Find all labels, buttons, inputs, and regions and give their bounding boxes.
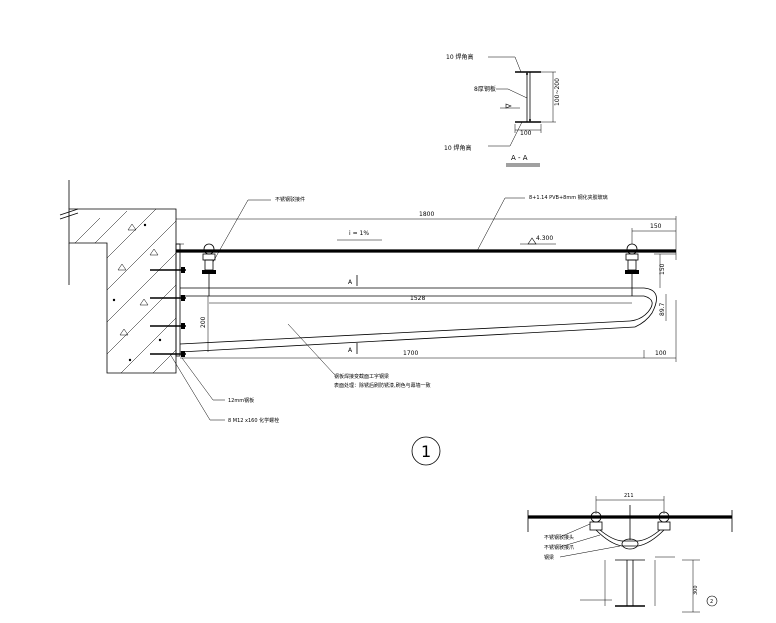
elevation-label: 4.300: [536, 235, 553, 242]
detail-number-2: 2: [710, 599, 713, 605]
section-title: A - A: [511, 154, 528, 162]
detail-marker-2: [706, 595, 718, 607]
anchor-bolts: [150, 267, 186, 357]
dim-inner: 1528: [410, 295, 425, 302]
dim-tip: 89.7: [659, 302, 666, 316]
callout-bolt: 不锈钢驳接件: [275, 196, 305, 203]
plate-label: 8厚钢板: [474, 85, 496, 93]
small-leader-2: 不锈钢驳接爪: [544, 544, 574, 551]
dim-depth: 200: [200, 316, 207, 328]
dim-top-small: 211: [624, 493, 634, 499]
steel-beam: [179, 287, 657, 353]
callout-glass: 8+1.14 PVB+8mm 钢化夹胶玻璃: [529, 194, 608, 201]
dim-width: 100: [520, 130, 532, 137]
small-leader-3: 钢梁: [544, 554, 554, 561]
detail-marker-1: [411, 436, 441, 466]
section-aa: 10 焊角高 8厚钢板 10 焊角高 100 100~200 A - A: [444, 53, 561, 167]
slope-label: i = 1%: [349, 230, 369, 237]
main-detail: 1800 150 1528 1700 100 200 150 89.7 i = …: [59, 180, 677, 466]
section-mark-top: A: [348, 279, 353, 286]
dim-edge: 150: [650, 223, 662, 230]
callout-beam-line1: 钢板焊接变截面工字钢梁: [334, 373, 389, 380]
callout-plate: 12mm钢板: [228, 397, 254, 404]
callout-anchor: 8 M12 x160 化学螺栓: [228, 417, 279, 424]
dim-right-v: 150: [659, 263, 666, 275]
callout-beam-line2: 表面处理：除锈后刷防锈漆,刷色与幕墙一致: [334, 382, 431, 389]
small-leader-1: 不锈钢驳接头: [544, 534, 574, 541]
weld-label-bottom: 10 焊角高: [444, 144, 472, 152]
small-detail: 211 300 不锈钢驳接头 不锈钢驳接爪 钢梁 2: [527, 493, 733, 613]
detail-number-1: 1: [421, 442, 431, 461]
dim-end: 100: [655, 350, 667, 357]
dim-total: 1800: [419, 211, 434, 218]
dim-height: 100~200: [554, 78, 561, 106]
dim-side-small: 300: [693, 585, 699, 595]
section-mark-bottom: A: [348, 347, 353, 354]
concrete-wall: [59, 180, 177, 374]
dim-beam: 1700: [403, 350, 418, 357]
weld-label-top: 10 焊角高: [446, 53, 474, 61]
